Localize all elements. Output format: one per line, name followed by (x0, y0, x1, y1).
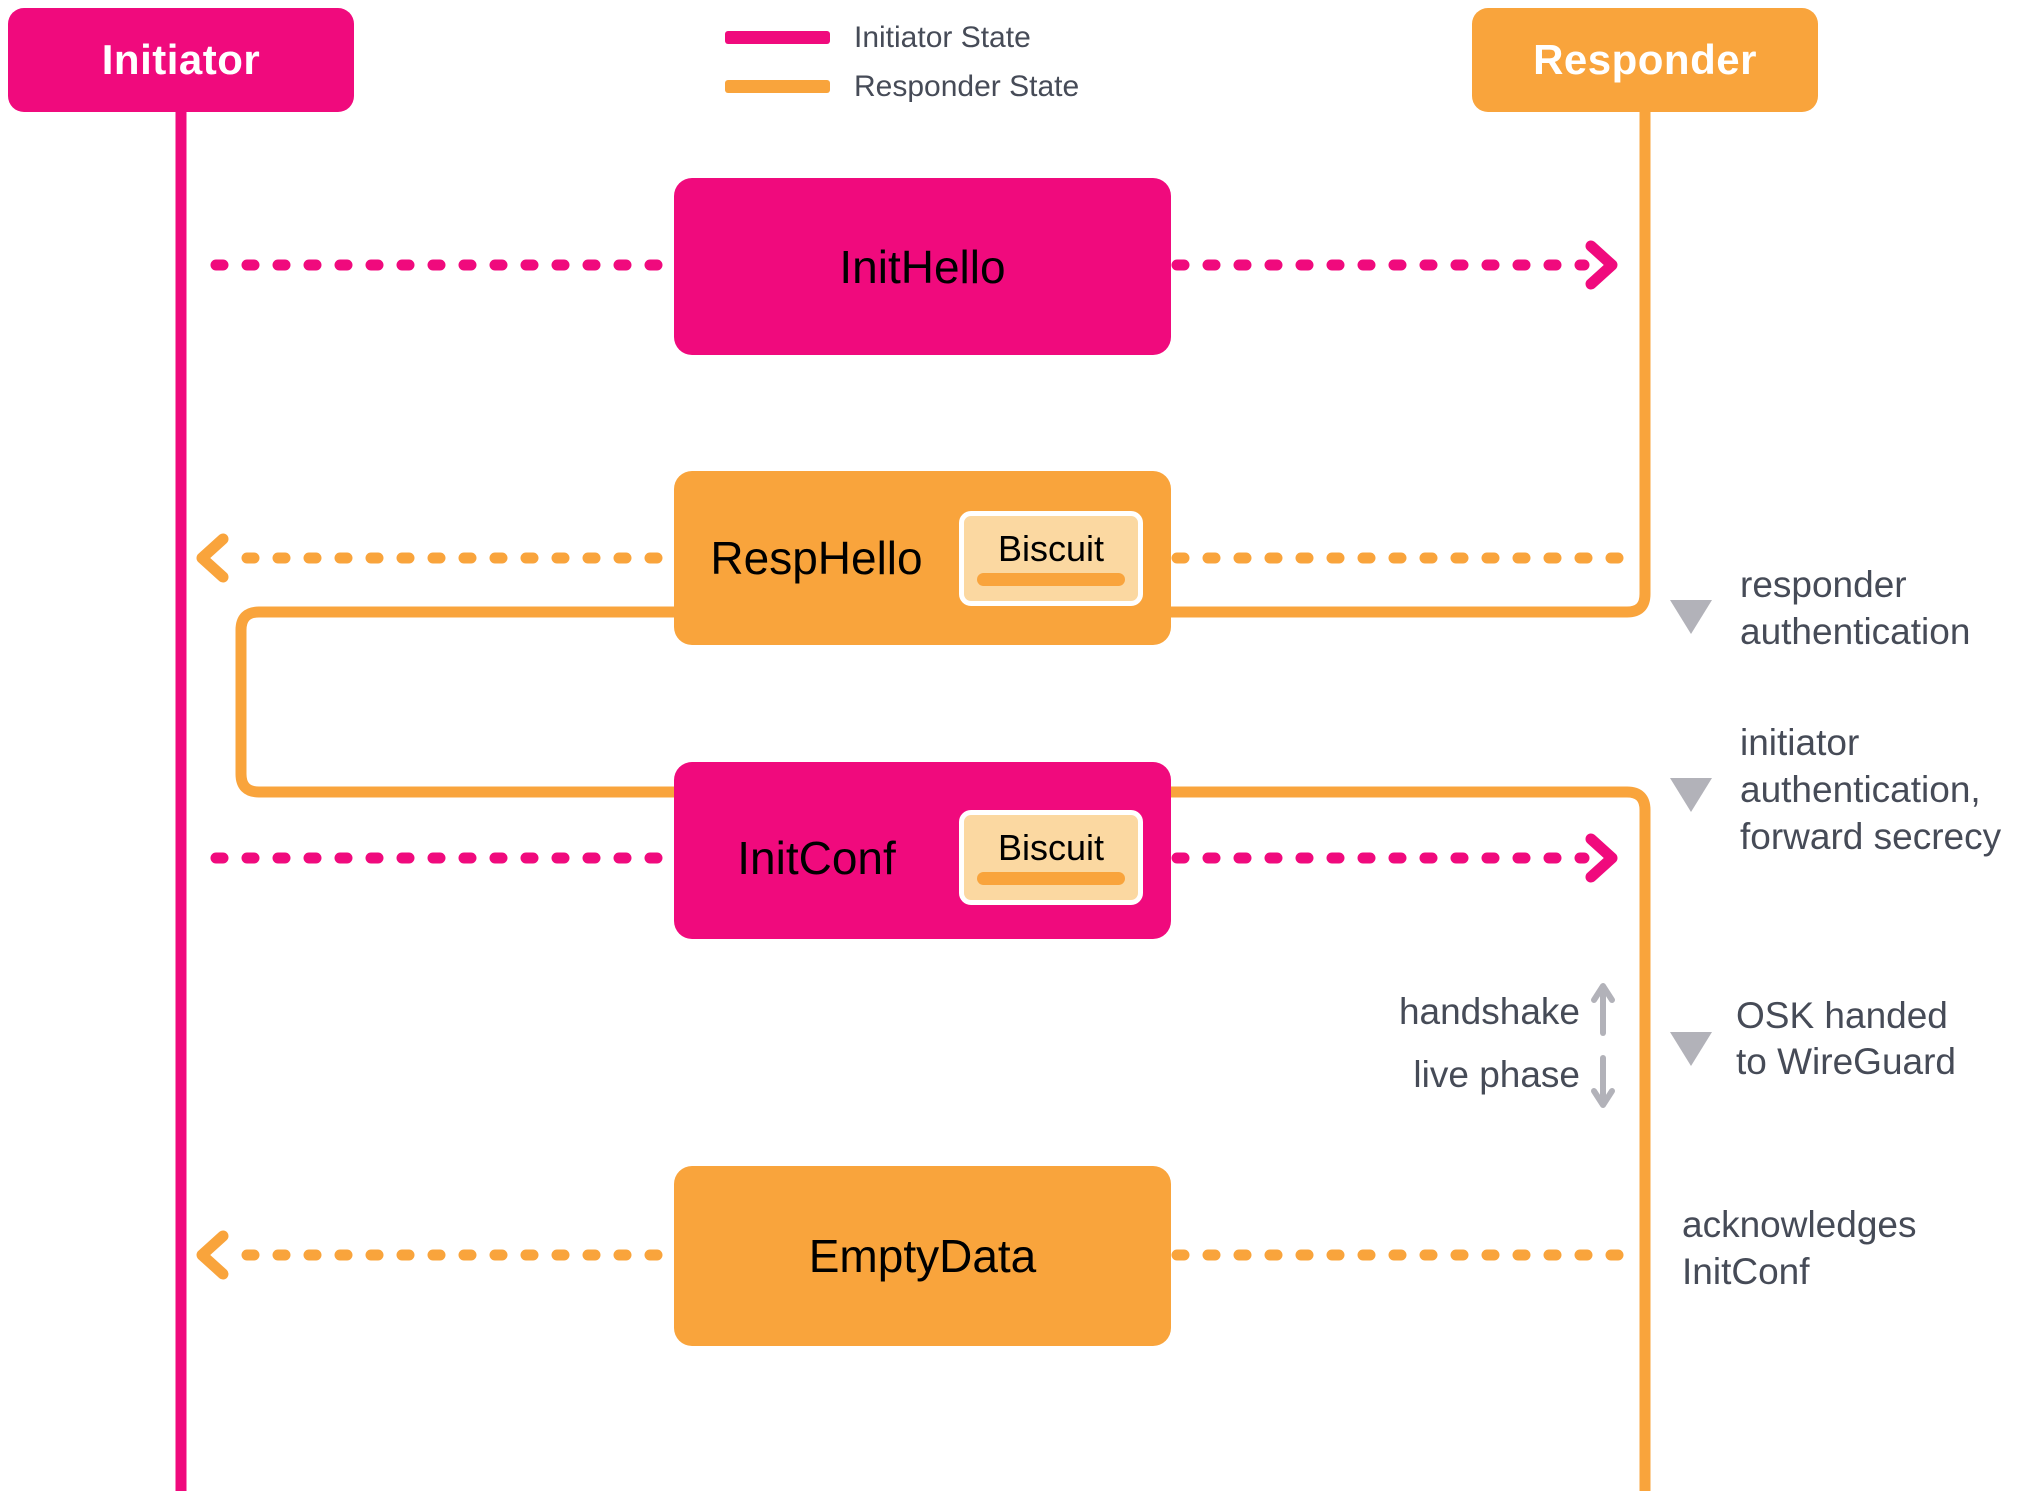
message-emptydata: EmptyData (674, 1166, 1171, 1346)
annotation-line: to WireGuard (1736, 1041, 1957, 1082)
annotation-line: initiator (1740, 722, 1860, 763)
legend-label: Responder State (854, 69, 1080, 103)
initconf-arrowhead-right-icon (1585, 833, 1618, 883)
responder-state-line (235, 108, 1651, 1491)
annotation-initiator-authentication: initiator authentication, forward secrec… (1740, 719, 2001, 860)
legend-label: Initiator State (854, 20, 1031, 54)
biscuit-chip-label: Biscuit (997, 827, 1105, 868)
initiator-auth-triangle-icon (1670, 778, 1712, 812)
message-inithello: InitHello (674, 178, 1171, 355)
message-label: InitHello (839, 240, 1006, 293)
resphello-arrowhead-left-icon (196, 533, 229, 583)
biscuit-chip: Biscuit (959, 810, 1143, 905)
initiator-actor-label: Initiator (101, 36, 261, 83)
inithello-arrowhead-right-icon (1585, 240, 1618, 290)
message-label: RespHello (710, 532, 923, 584)
responder-state-swatch (725, 80, 830, 93)
osk-triangle-icon (1670, 1032, 1712, 1066)
biscuit-chip: Biscuit (959, 510, 1143, 606)
live-phase-down-arrowhead-icon (1591, 1088, 1615, 1108)
responder-actor-box: Responder (1472, 8, 1818, 112)
handshake-up-arrowhead-icon (1591, 983, 1615, 1003)
annotation-responder-authentication: responder authentication (1740, 561, 1970, 655)
annotation-line: OSK handed (1736, 995, 1948, 1036)
initiator-actor-box: Initiator (8, 8, 354, 112)
message-resphello: RespHello Biscuit (674, 471, 1171, 645)
annotation-line: authentication (1740, 611, 1971, 652)
annotation-line: acknowledges (1682, 1204, 1917, 1245)
annotation-line: authentication, (1740, 769, 1981, 810)
message-label: EmptyData (808, 1230, 1037, 1282)
biscuit-chip-bar (977, 572, 1125, 586)
annotation-osk-handed: OSK handed to WireGuard (1736, 993, 1956, 1085)
annotation-line: responder (1740, 564, 1907, 605)
live-phase-label: live phase (1413, 1054, 1580, 1095)
annotation-acknowledges-initconf: acknowledges InitConf (1682, 1201, 1916, 1295)
annotation-line: forward secrecy (1740, 816, 2002, 857)
biscuit-chip-label: Biscuit (997, 527, 1105, 569)
responder-actor-label: Responder (1533, 36, 1757, 83)
message-initconf: InitConf Biscuit (674, 762, 1171, 939)
initiator-state-swatch (725, 31, 830, 44)
legend: Initiator State Responder State (725, 13, 1079, 111)
emptydata-arrowhead-left-icon (196, 1230, 229, 1280)
responder-auth-triangle-icon (1670, 600, 1712, 634)
legend-item-initiator-state: Initiator State (725, 13, 1079, 62)
legend-item-responder-state: Responder State (725, 62, 1079, 111)
annotation-line: InitConf (1682, 1251, 1810, 1292)
handshake-phase-label: handshake (1398, 991, 1580, 1032)
message-label: InitConf (737, 831, 896, 884)
biscuit-chip-bar (977, 872, 1125, 885)
